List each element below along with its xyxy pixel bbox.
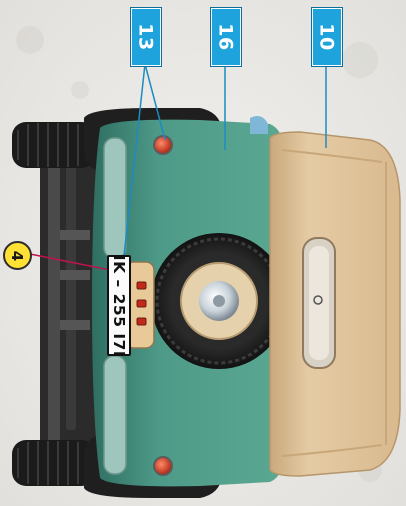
callout-10-label: 10 <box>316 23 338 50</box>
callout-16: 16 <box>211 8 241 66</box>
bumper-bottom <box>104 356 126 474</box>
license-plate-text: IK – 255 I7I <box>110 254 128 356</box>
tail-lamp-bottom <box>154 457 172 475</box>
bumper-top <box>104 138 126 258</box>
license-plate: IK – 255 I7I <box>107 255 131 356</box>
spare-wheel <box>151 233 287 369</box>
callout-badge-4: 4 <box>3 241 32 270</box>
callout-13-label: 13 <box>135 23 157 50</box>
chassis <box>40 128 100 468</box>
wheel-top <box>12 122 96 168</box>
badge-label: 4 <box>9 250 27 260</box>
wheel-bottom <box>12 440 96 486</box>
tail-lamp-top <box>154 136 172 154</box>
callout-13: 13 <box>131 8 161 66</box>
callout-10: 10 <box>312 8 342 66</box>
callout-16-label: 16 <box>215 23 237 50</box>
